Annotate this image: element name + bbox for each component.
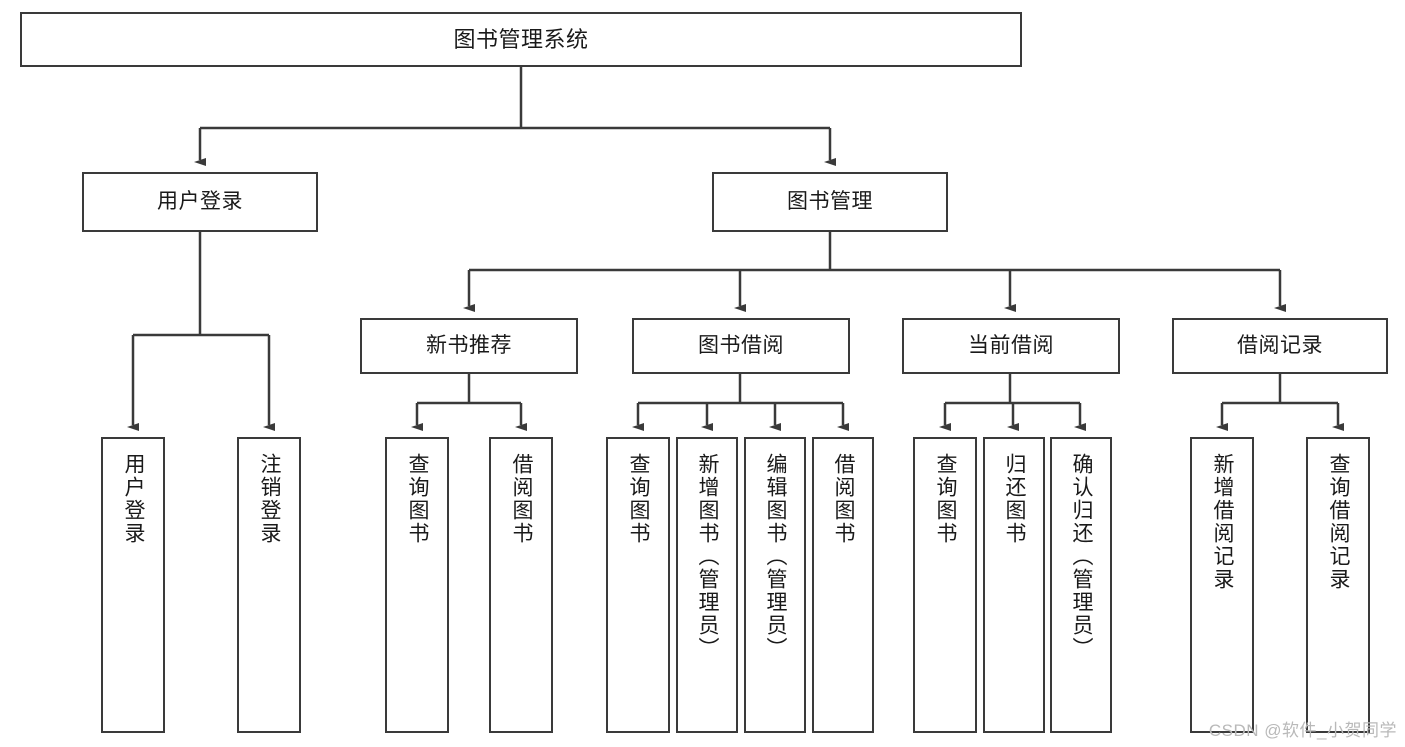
node-book-manage-label: 图书管理	[787, 189, 873, 213]
node-leaf-confirm-return-label: 确认归还（管理员）	[1070, 453, 1094, 660]
node-leaf-query-book-2-label: 查询图书	[627, 453, 651, 545]
node-current-borrow-label: 当前借阅	[968, 333, 1054, 357]
node-leaf-query-book-2[interactable]: 查询图书	[606, 437, 670, 733]
node-current-borrow[interactable]: 当前借阅	[902, 318, 1120, 374]
node-user-login[interactable]: 用户登录	[82, 172, 318, 232]
node-user-login-label: 用户登录	[157, 189, 243, 213]
node-leaf-borrow-book-1[interactable]: 借阅图书	[489, 437, 553, 733]
node-root-label: 图书管理系统	[453, 26, 589, 52]
node-leaf-user-logout-label: 注销登录	[258, 453, 282, 545]
node-book-manage[interactable]: 图书管理	[712, 172, 948, 232]
node-book-borrow[interactable]: 图书借阅	[632, 318, 850, 374]
node-leaf-return-book[interactable]: 归还图书	[983, 437, 1045, 733]
node-leaf-borrow-book-2[interactable]: 借阅图书	[812, 437, 874, 733]
node-leaf-confirm-return[interactable]: 确认归还（管理员）	[1050, 437, 1112, 733]
node-leaf-return-book-label: 归还图书	[1003, 453, 1027, 545]
node-leaf-query-book-3[interactable]: 查询图书	[913, 437, 977, 733]
csdn-watermark: CSDN @软件_小贺同学	[1208, 721, 1397, 740]
node-leaf-add-record-label: 新增借阅记录	[1211, 453, 1235, 591]
node-borrow-record-label: 借阅记录	[1237, 333, 1323, 357]
node-leaf-query-book-1-label: 查询图书	[406, 453, 430, 545]
node-leaf-add-book[interactable]: 新增图书（管理员）	[676, 437, 738, 733]
node-leaf-user-login-label: 用户登录	[122, 453, 146, 545]
node-leaf-borrow-book-2-label: 借阅图书	[832, 453, 856, 545]
node-new-book-rec[interactable]: 新书推荐	[360, 318, 578, 374]
node-leaf-query-book-3-label: 查询图书	[934, 453, 958, 545]
node-root[interactable]: 图书管理系统	[20, 12, 1022, 67]
node-new-book-rec-label: 新书推荐	[426, 333, 512, 357]
node-leaf-query-record-label: 查询借阅记录	[1327, 453, 1351, 591]
node-leaf-add-book-label: 新增图书（管理员）	[696, 453, 720, 660]
node-leaf-edit-book[interactable]: 编辑图书（管理员）	[744, 437, 806, 733]
node-leaf-edit-book-label: 编辑图书（管理员）	[764, 453, 788, 660]
node-leaf-add-record[interactable]: 新增借阅记录	[1190, 437, 1254, 733]
node-leaf-borrow-book-1-label: 借阅图书	[510, 453, 534, 545]
node-leaf-user-logout[interactable]: 注销登录	[237, 437, 301, 733]
node-leaf-query-record[interactable]: 查询借阅记录	[1306, 437, 1370, 733]
node-book-borrow-label: 图书借阅	[698, 333, 784, 357]
node-leaf-user-login[interactable]: 用户登录	[101, 437, 165, 733]
node-leaf-query-book-1[interactable]: 查询图书	[385, 437, 449, 733]
node-borrow-record[interactable]: 借阅记录	[1172, 318, 1388, 374]
